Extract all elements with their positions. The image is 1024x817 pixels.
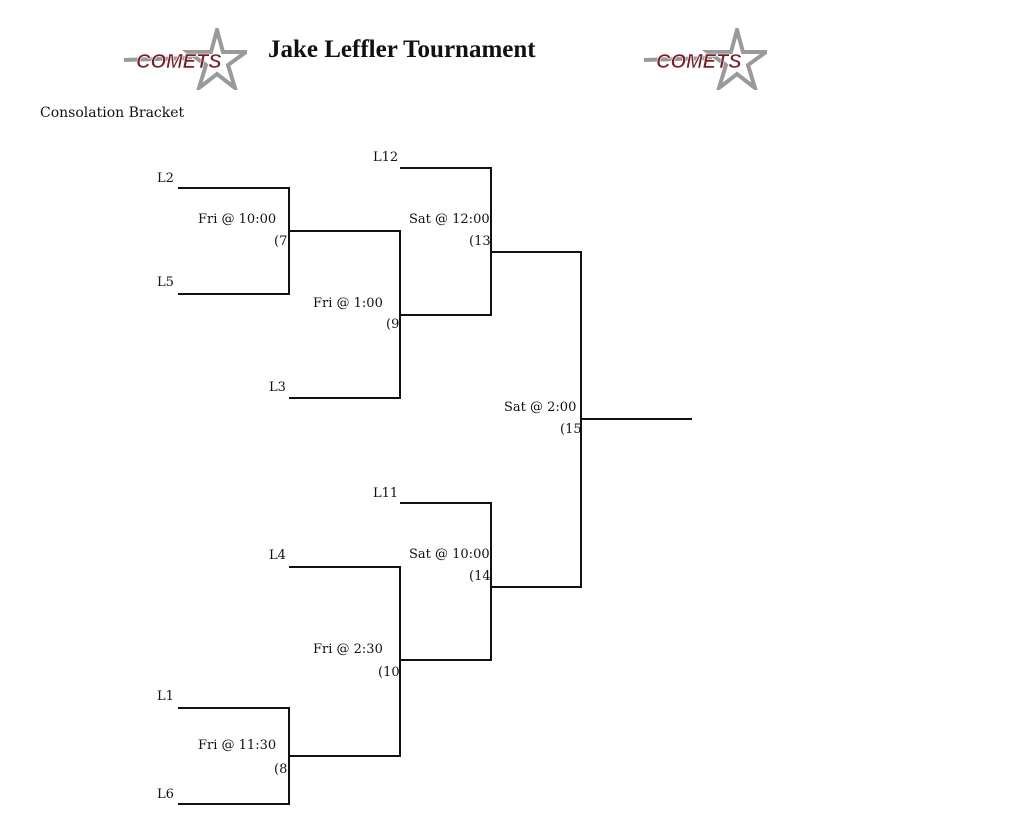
bracket-subtitle: Consolation Bracket (40, 105, 185, 121)
comets-logo-right: COMETS (643, 28, 767, 90)
seed-L3: L3 (269, 380, 286, 395)
seed-L2: L2 (157, 171, 174, 186)
seed-L4: L4 (269, 548, 286, 563)
game-8-number: (8 (274, 762, 288, 777)
game-14-time: Sat @ 10:00 (409, 547, 490, 562)
seed-L1: L1 (157, 689, 174, 704)
seed-L6: L6 (157, 787, 174, 802)
game-15-time: Sat @ 2:00 (504, 400, 577, 415)
game-14-number: (14 (469, 569, 491, 584)
seed-L5: L5 (157, 275, 174, 290)
game-10-number: (10 (378, 665, 400, 680)
game-9-time: Fri @ 1:00 (313, 296, 383, 311)
game-9-number: (9 (386, 317, 400, 332)
comets-logo-left: COMETS (123, 28, 247, 90)
seed-L11: L11 (373, 486, 399, 501)
game-10-time: Fri @ 2:30 (313, 642, 383, 657)
page-title: Jake Leffler Tournament (268, 36, 536, 63)
game-7-time: Fri @ 10:00 (198, 212, 277, 227)
game-15-number: (15 (560, 422, 582, 437)
game-13-number: (13 (469, 234, 491, 249)
svg-text:COMETS: COMETS (656, 51, 742, 73)
game-13-time: Sat @ 12:00 (409, 212, 490, 227)
game-8-time: Fri @ 11:30 (198, 738, 277, 753)
svg-text:COMETS: COMETS (136, 51, 222, 73)
game-7-number: (7 (274, 234, 288, 249)
seed-L12: L12 (373, 150, 399, 165)
